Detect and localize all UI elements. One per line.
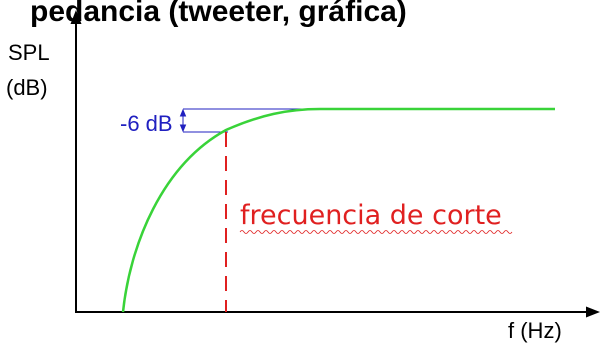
spellcheck-underline	[239, 230, 513, 234]
x-axis-label: f (Hz)	[508, 318, 562, 343]
y-axis-label-line1: SPL	[8, 40, 50, 65]
cutoff-label: frecuencia de corte	[240, 200, 502, 231]
attenuation-label: -6 dB	[120, 111, 173, 136]
dimension-marker-icon	[179, 108, 187, 133]
y-axis-label-line2: (dB)	[6, 75, 48, 100]
y-axis-arrowhead-icon	[70, 10, 82, 24]
response-curve	[121, 107, 555, 313]
x-axis-arrowhead-icon	[586, 306, 600, 318]
header-fragment: pedancia (tweeter, gráfica)	[30, 0, 407, 28]
